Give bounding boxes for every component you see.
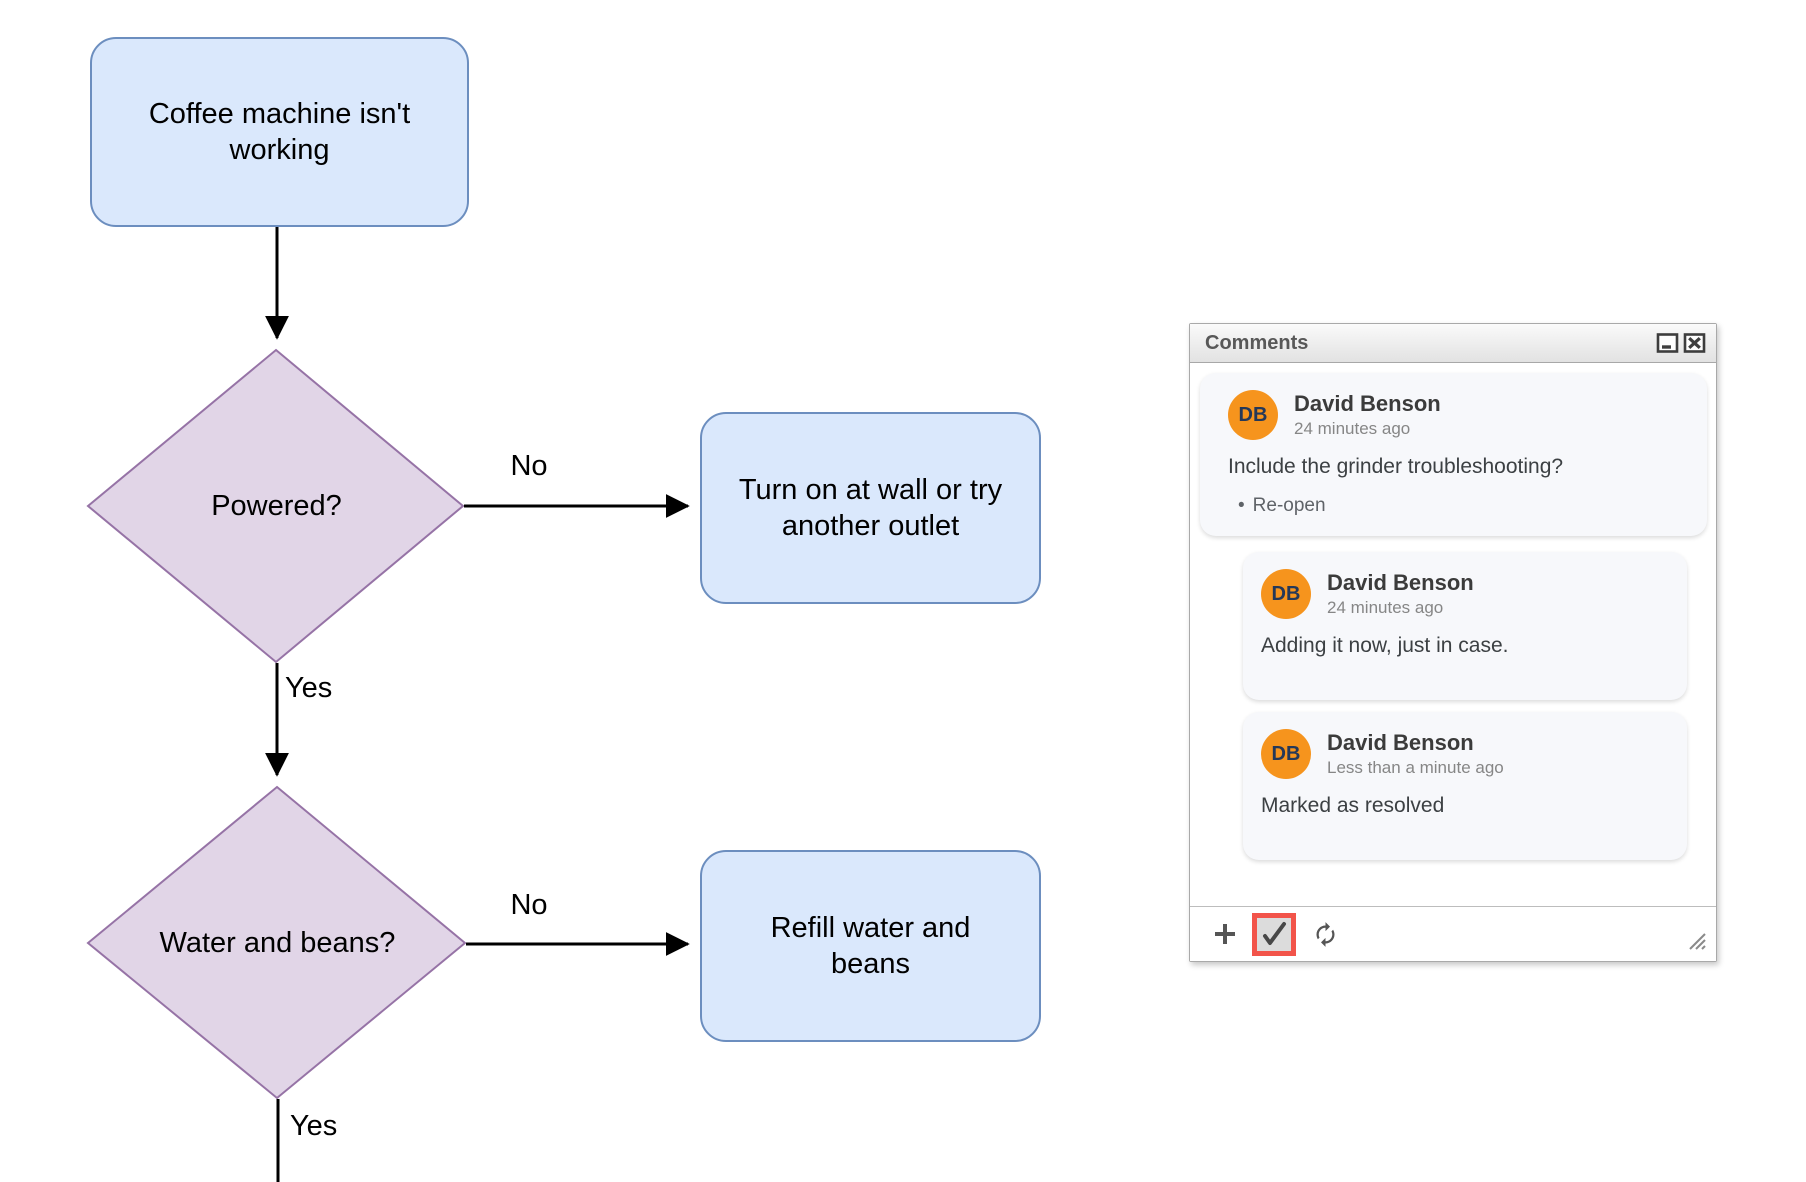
node-water-beans-label: Water and beans?	[159, 927, 396, 959]
reply-card: DB David Benson Less than a minute ago M…	[1243, 712, 1687, 860]
edge-label-powered-yes: Yes	[283, 672, 335, 704]
comment-header: DB David Benson Less than a minute ago	[1261, 729, 1667, 779]
resize-handle[interactable]	[1684, 928, 1706, 955]
decision-powered-shape[interactable]	[86, 348, 465, 664]
comments-window-title: Comments	[1205, 331, 1309, 354]
comment-header: DB David Benson 24 minutes ago	[1228, 390, 1687, 440]
node-turn-on[interactable]: Turn on at wall or try another outlet	[700, 412, 1041, 604]
comment-text: Marked as resolved	[1261, 794, 1445, 817]
close-icon	[1683, 333, 1706, 353]
minimize-button[interactable]	[1656, 331, 1680, 355]
comments-toolbar	[1190, 906, 1716, 961]
action-bullet: •	[1238, 495, 1245, 516]
comment-timestamp: 24 minutes ago	[1294, 419, 1411, 439]
avatar-initials: DB	[1271, 742, 1301, 765]
comment-card: DB David Benson 24 minutes ago Include t…	[1200, 373, 1707, 536]
avatar: DB	[1228, 390, 1278, 440]
resize-grip-icon	[1689, 933, 1706, 950]
comment-author: David Benson	[1327, 730, 1474, 755]
comment-text: Include the grinder troubleshooting?	[1228, 455, 1564, 478]
node-start-label: Coffee machine isn't working	[148, 97, 411, 166]
comment-author: David Benson	[1294, 391, 1441, 416]
node-refill[interactable]: Refill water and beans	[700, 850, 1041, 1042]
node-refill-label: Refill water and beans	[770, 911, 971, 980]
node-turn-on-label: Turn on at wall or try another outlet	[738, 473, 1003, 542]
avatar: DB	[1261, 569, 1311, 619]
comment-timestamp: 24 minutes ago	[1327, 598, 1444, 618]
comment-header: DB David Benson 24 minutes ago	[1261, 569, 1667, 619]
avatar: DB	[1261, 729, 1311, 779]
comment-meta: David Benson 24 minutes ago	[1327, 569, 1474, 618]
decision-water-beans-shape[interactable]	[86, 785, 467, 1100]
comments-window: Comments DB David Benson	[1189, 323, 1717, 962]
resolve-button[interactable]	[1259, 919, 1289, 949]
refresh-icon	[1316, 921, 1334, 947]
refresh-button[interactable]	[1310, 919, 1340, 949]
reopen-link[interactable]: Re-open	[1252, 495, 1326, 516]
avatar-initials: DB	[1271, 582, 1301, 605]
add-comment-icon	[1215, 924, 1235, 944]
resolve-check-icon	[1263, 922, 1286, 945]
comment-author: David Benson	[1327, 570, 1474, 595]
node-start[interactable]: Coffee machine isn't working	[90, 37, 469, 227]
comment-meta: David Benson Less than a minute ago	[1327, 729, 1504, 778]
comment-meta: David Benson 24 minutes ago	[1294, 390, 1441, 439]
close-button[interactable]	[1683, 331, 1707, 355]
minimize-icon	[1656, 333, 1679, 353]
edge-label-powered-no: No	[508, 450, 550, 482]
comment-text: Adding it now, just in case.	[1261, 634, 1509, 657]
comment-actions: • Re-open	[1238, 495, 1687, 517]
avatar-initials: DB	[1238, 403, 1268, 426]
resolve-button-highlight	[1252, 912, 1296, 956]
comments-window-titlebar[interactable]: Comments	[1190, 324, 1716, 363]
comments-list: DB David Benson 24 minutes ago Include t…	[1190, 363, 1716, 906]
comment-timestamp: Less than a minute ago	[1327, 758, 1504, 778]
edge-label-water-yes: Yes	[288, 1110, 340, 1142]
add-comment-button[interactable]	[1210, 919, 1240, 949]
edge-label-water-no: No	[508, 889, 550, 921]
node-powered-label: Powered?	[211, 490, 342, 522]
reply-card: DB David Benson 24 minutes ago Adding it…	[1243, 552, 1687, 700]
